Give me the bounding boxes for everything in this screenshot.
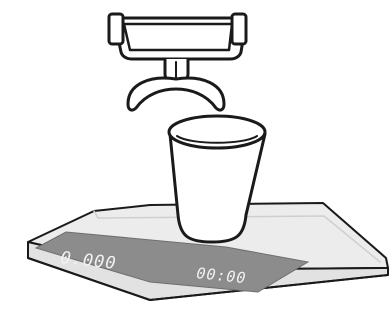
portafilter-spout <box>128 78 224 110</box>
portafilter <box>109 14 246 110</box>
portafilter-right-knob <box>232 14 246 44</box>
portafilter-left-knob <box>109 14 123 44</box>
portafilter-top-inner <box>124 24 232 50</box>
